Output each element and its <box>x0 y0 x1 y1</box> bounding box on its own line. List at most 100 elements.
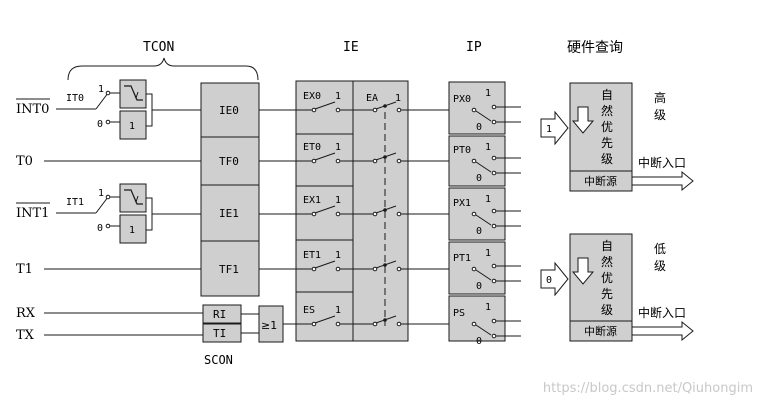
header-hw-query: 硬件查询 <box>567 40 623 56</box>
natural-priority-char: 自 <box>601 88 613 102</box>
int1-merge-wire <box>146 197 153 231</box>
tcon-label-tf0: TF0 <box>219 155 239 168</box>
ip-digit-one: 1 <box>485 302 491 313</box>
ie-switch-pivot <box>311 211 317 217</box>
tcon-label-ie1: IE1 <box>219 207 239 220</box>
ip-contact-high <box>491 104 497 110</box>
ip-contact-high <box>491 263 497 269</box>
ip-switch-blade <box>475 110 492 122</box>
ie-switch-blade <box>314 205 336 214</box>
ie-digit-one: 1 <box>335 305 341 316</box>
ip-switch-pivot <box>471 211 477 217</box>
int0-sel-0: 0 <box>97 119 103 130</box>
input-t0: T0 <box>16 154 33 169</box>
ie-digit-one: 1 <box>335 142 341 153</box>
ie-label-et1: ET1 <box>303 250 321 261</box>
ea-label: EA <box>366 93 378 104</box>
input-int1: INT1 <box>16 206 49 221</box>
input-rx: RX <box>16 306 36 321</box>
or-gate-label: ≥1 <box>261 319 277 332</box>
natural-priority-char: 然 <box>601 103 613 118</box>
ip-label-px1: PX1 <box>453 198 471 209</box>
natural-priority-char: 然 <box>601 254 613 269</box>
interrupt-source-label: 中断源 <box>584 324 617 338</box>
ie-label-es: ES <box>303 305 315 316</box>
input-t1: T1 <box>16 262 33 277</box>
priority-input-value: 0 <box>546 275 552 286</box>
ip-digit-zero: 0 <box>476 281 482 292</box>
ip-cell-pt0 <box>448 135 506 187</box>
ie-switch-contact <box>335 266 341 272</box>
ea-link-dot <box>383 208 387 212</box>
ip-switch-blade <box>475 269 492 281</box>
ie-switch-pivot <box>311 266 317 272</box>
int0-sel-1: 1 <box>98 84 104 95</box>
priority-level-char: 低 <box>654 242 666 256</box>
ea-switch-contact <box>396 211 402 217</box>
ea-switch-contact <box>396 107 402 113</box>
ie-switch-blade <box>314 315 336 324</box>
ea-switch-contact <box>396 321 402 327</box>
ip-switch-pivot <box>471 266 477 272</box>
tcon-cell-ie1 <box>200 184 260 242</box>
falling-edge-arrow <box>133 195 139 204</box>
ip-digit-zero: 0 <box>476 173 482 184</box>
int0-sel-contact-1 <box>105 90 111 96</box>
scan-down-arrow-icon <box>571 106 595 134</box>
priority-input-arrow <box>540 261 569 297</box>
ip-contact-low <box>491 333 497 339</box>
ip-digit-one: 1 <box>485 88 491 99</box>
ea-switch-pivot <box>372 211 378 217</box>
ea-switch-pivot <box>372 107 378 113</box>
ie-row-es: ES 1 <box>296 305 449 327</box>
ip-contact-low <box>491 119 497 125</box>
int1-sel-contact-1 <box>105 194 111 200</box>
ie-switch-pivot <box>311 321 317 327</box>
it1-label: IT1 <box>66 197 84 208</box>
ea-link-dot <box>383 104 387 108</box>
ie-switch-blade <box>314 260 336 269</box>
ip-switch-pivot <box>471 107 477 113</box>
ie-label-ex0: EX0 <box>303 91 321 102</box>
int0-edge-detector <box>119 79 147 109</box>
int0-sel-blade <box>95 92 109 110</box>
ie-switch-blade <box>314 152 336 161</box>
ip-switch-blade <box>475 324 492 336</box>
ip-label-ps: PS <box>453 308 465 319</box>
int1-edge-detector <box>119 183 147 213</box>
priority-level-char: 高 <box>654 90 666 105</box>
it0-label: IT0 <box>66 93 84 104</box>
interrupt-entry-arrow <box>631 170 694 192</box>
interrupt-entry-label: 中断入口 <box>638 305 686 320</box>
tcon-register: IE0 TF0 IE1 TF1 <box>200 82 260 297</box>
ip-contact-high <box>491 155 497 161</box>
ea-link-dot <box>383 318 387 322</box>
ie-switch-contact <box>335 107 341 113</box>
ea-switch-pivot <box>372 321 378 327</box>
priority-level-char: 级 <box>654 108 666 122</box>
ie-switch-blade <box>314 101 336 110</box>
header-tcon: TCON <box>143 40 174 55</box>
ea-switch-contact <box>396 158 402 164</box>
watermark: https://blog.csdn.net/Qiuhongim <box>543 381 753 396</box>
or-gate <box>258 305 284 343</box>
input-int0: INT0 <box>16 102 49 117</box>
ie-block <box>295 80 409 342</box>
tcon-cell-tf1 <box>200 240 260 297</box>
interrupt-entry-arrow <box>631 320 694 342</box>
priority-input-arrow <box>540 110 569 146</box>
ip-contact-high <box>491 318 497 324</box>
header-ie: IE <box>343 40 359 55</box>
ip-contact-low <box>491 170 497 176</box>
ip-switch-pivot <box>471 321 477 327</box>
scon-label-ri: RI <box>213 308 226 321</box>
